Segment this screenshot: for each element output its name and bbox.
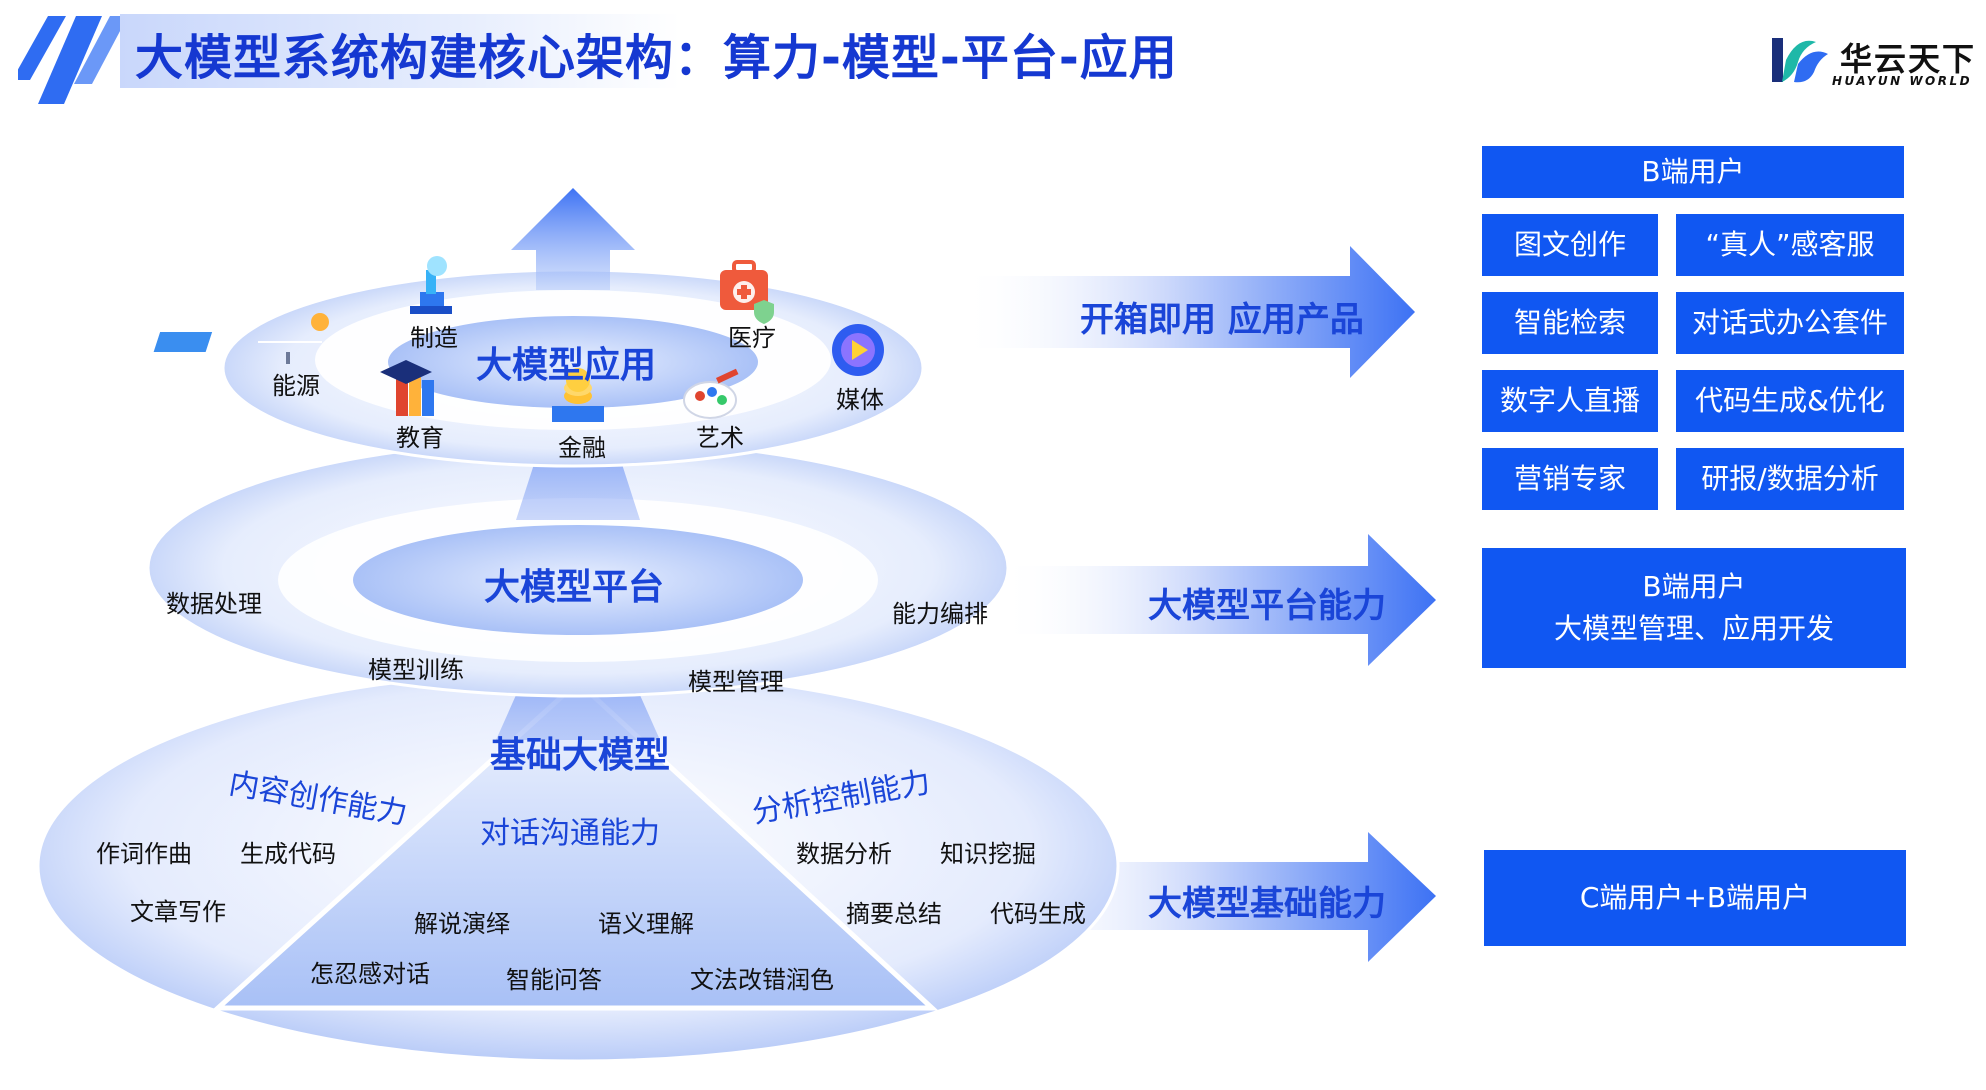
analysis-item-data: 数据分析: [796, 840, 892, 868]
app-box-research-analysis: 研报/数据分析: [1676, 448, 1904, 510]
industry-energy: 能源: [272, 372, 320, 400]
huayun-logo-icon: [1772, 38, 1828, 83]
content-item-article: 文章写作: [130, 898, 226, 926]
industry-media: 媒体: [836, 386, 884, 414]
medical-icon: [720, 260, 774, 324]
app-layer-title: 大模型应用: [476, 345, 657, 386]
app-box-office-suite: 对话式办公套件: [1676, 292, 1904, 354]
finance-icon: [552, 368, 604, 422]
industry-finance: 金融: [558, 434, 606, 462]
content-item-code: 生成代码: [240, 840, 336, 868]
industry-art: 艺术: [696, 424, 744, 452]
platform-box-line1: B端用户: [1642, 570, 1746, 603]
platform-item-model-training: 模型训练: [368, 656, 464, 684]
foundation-layer-title: 基础大模型: [490, 735, 671, 776]
app-box-image-text: 图文创作: [1482, 214, 1658, 276]
app-box-digital-human: 数字人直播: [1482, 370, 1658, 432]
dialogue-item-commentary: 解说演绎: [414, 910, 510, 938]
dialogue-label: 对话沟通能力: [480, 816, 660, 851]
platform-layer-title: 大模型平台: [484, 567, 665, 608]
platform-box: B端用户 大模型管理、应用开发: [1482, 548, 1906, 668]
dialogue-item-grammar: 文法改错润色: [690, 966, 834, 994]
foundation-box: C端用户+B端用户: [1484, 850, 1906, 946]
content-item-lyrics: 作词作曲: [96, 840, 192, 868]
media-icon: [832, 324, 884, 376]
platform-item-model-management: 模型管理: [688, 668, 784, 696]
platform-box-line2: 大模型管理、应用开发: [1553, 612, 1834, 645]
industry-education: 教育: [396, 424, 444, 452]
platform-arrow-label: 大模型平台能力: [1148, 586, 1386, 626]
dialogue-item-conversation: 怎忍感对话: [310, 960, 430, 988]
app-arrow-label: 开箱即用 应用产品: [1080, 300, 1364, 340]
analysis-item-summary: 摘要总结: [846, 900, 942, 928]
industry-manufacturing: 制造: [410, 324, 458, 352]
platform-item-capability-orchestration: 能力编排: [892, 600, 988, 628]
manufacturing-icon: [410, 256, 452, 314]
header-stripes-icon: [18, 16, 128, 104]
app-box-smart-search: 智能检索: [1482, 292, 1658, 354]
energy-icon: [153, 313, 329, 364]
app-box-header: B端用户: [1482, 146, 1904, 198]
dialogue-item-semantics: 语义理解: [598, 910, 694, 938]
app-arrow: [960, 246, 1415, 378]
logo-name: 华云天下: [1840, 40, 1977, 78]
app-box-customer-service: “真人”感客服: [1676, 214, 1904, 276]
title-band: [120, 14, 680, 88]
art-icon: [683, 368, 739, 419]
industry-medical: 医疗: [728, 324, 776, 352]
analysis-item-codegen: 代码生成: [990, 900, 1086, 928]
platform-item-data-processing: 数据处理: [166, 590, 262, 618]
page-title: 大模型系统构建核心架构：算力-模型-平台-应用: [135, 30, 1178, 86]
dialogue-item-qa: 智能问答: [506, 966, 602, 994]
analysis-item-knowledge: 知识挖掘: [940, 840, 1036, 868]
education-icon: [380, 360, 434, 416]
app-box-code-optimization: 代码生成&优化: [1676, 370, 1904, 432]
foundation-arrow-label: 大模型基础能力: [1148, 884, 1386, 924]
app-box-marketing: 营销专家: [1482, 448, 1658, 510]
platform-arrow: [1000, 534, 1436, 666]
logo-subtitle: HUAYUN WORLD: [1832, 74, 1973, 88]
